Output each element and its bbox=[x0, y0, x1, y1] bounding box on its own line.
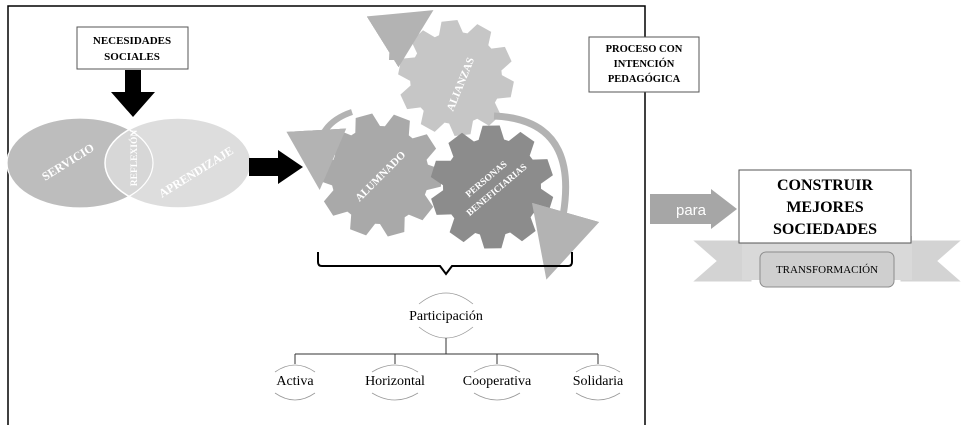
curved-arrow-left-icon bbox=[286, 109, 354, 190]
venn-aprendizaje bbox=[104, 117, 252, 209]
tree-label-horizontal: Horizontal bbox=[365, 374, 425, 389]
tree-label-solidaria: Solidaria bbox=[573, 374, 624, 389]
construir-box bbox=[738, 169, 912, 244]
construir-line3: SOCIEDADES bbox=[773, 221, 877, 238]
proceso-box bbox=[588, 36, 700, 93]
proceso-line2: INTENCIÓN bbox=[614, 58, 675, 70]
transformacion-ribbon: TRANSFORMACIÓN bbox=[690, 236, 964, 288]
proceso-line3: PEDAGÓGICA bbox=[608, 73, 681, 85]
participacion-arc-bottom bbox=[418, 326, 474, 339]
main-frame bbox=[7, 5, 646, 425]
participacion-root: Participación bbox=[409, 309, 483, 324]
transformacion-label: TRANSFORMACIÓN bbox=[776, 264, 878, 276]
tree-label-activa: Activa bbox=[276, 374, 314, 389]
gears-bracket bbox=[317, 252, 573, 276]
curved-arrow-top-icon bbox=[366, 10, 434, 68]
necesidades-line2: SOCIALES bbox=[104, 51, 160, 63]
para-arrow-icon bbox=[650, 189, 737, 229]
tree-node-cooperativa: Cooperativa bbox=[463, 364, 532, 401]
construir-line2: MEJORES bbox=[786, 199, 863, 216]
necesidades-box bbox=[76, 26, 189, 70]
tree-node-activa: Activa bbox=[274, 364, 316, 401]
tree-node-horizontal: Horizontal bbox=[365, 364, 425, 401]
venn-left-outline bbox=[6, 117, 154, 209]
curved-arrow-right-icon bbox=[493, 112, 600, 280]
down-arrow-icon bbox=[111, 70, 155, 117]
right-arrow-icon bbox=[249, 150, 303, 184]
tree-label-cooperativa: Cooperativa bbox=[463, 374, 532, 389]
gear-alumnado: ALUMNADO bbox=[318, 113, 442, 237]
gear-personas: PERSONAS BENEFICIARIAS bbox=[430, 125, 554, 249]
necesidades-line1: NECESIDADES bbox=[93, 35, 171, 47]
construir-line1: CONSTRUIR bbox=[777, 177, 873, 194]
para-label: para bbox=[676, 202, 707, 219]
venn-reflexion-label: REFLEXIÓN bbox=[128, 130, 140, 187]
tree-node-solidaria: Solidaria bbox=[573, 364, 624, 401]
participacion-arc-top bbox=[418, 292, 474, 305]
proceso-line1: PROCESO CON bbox=[606, 44, 683, 55]
